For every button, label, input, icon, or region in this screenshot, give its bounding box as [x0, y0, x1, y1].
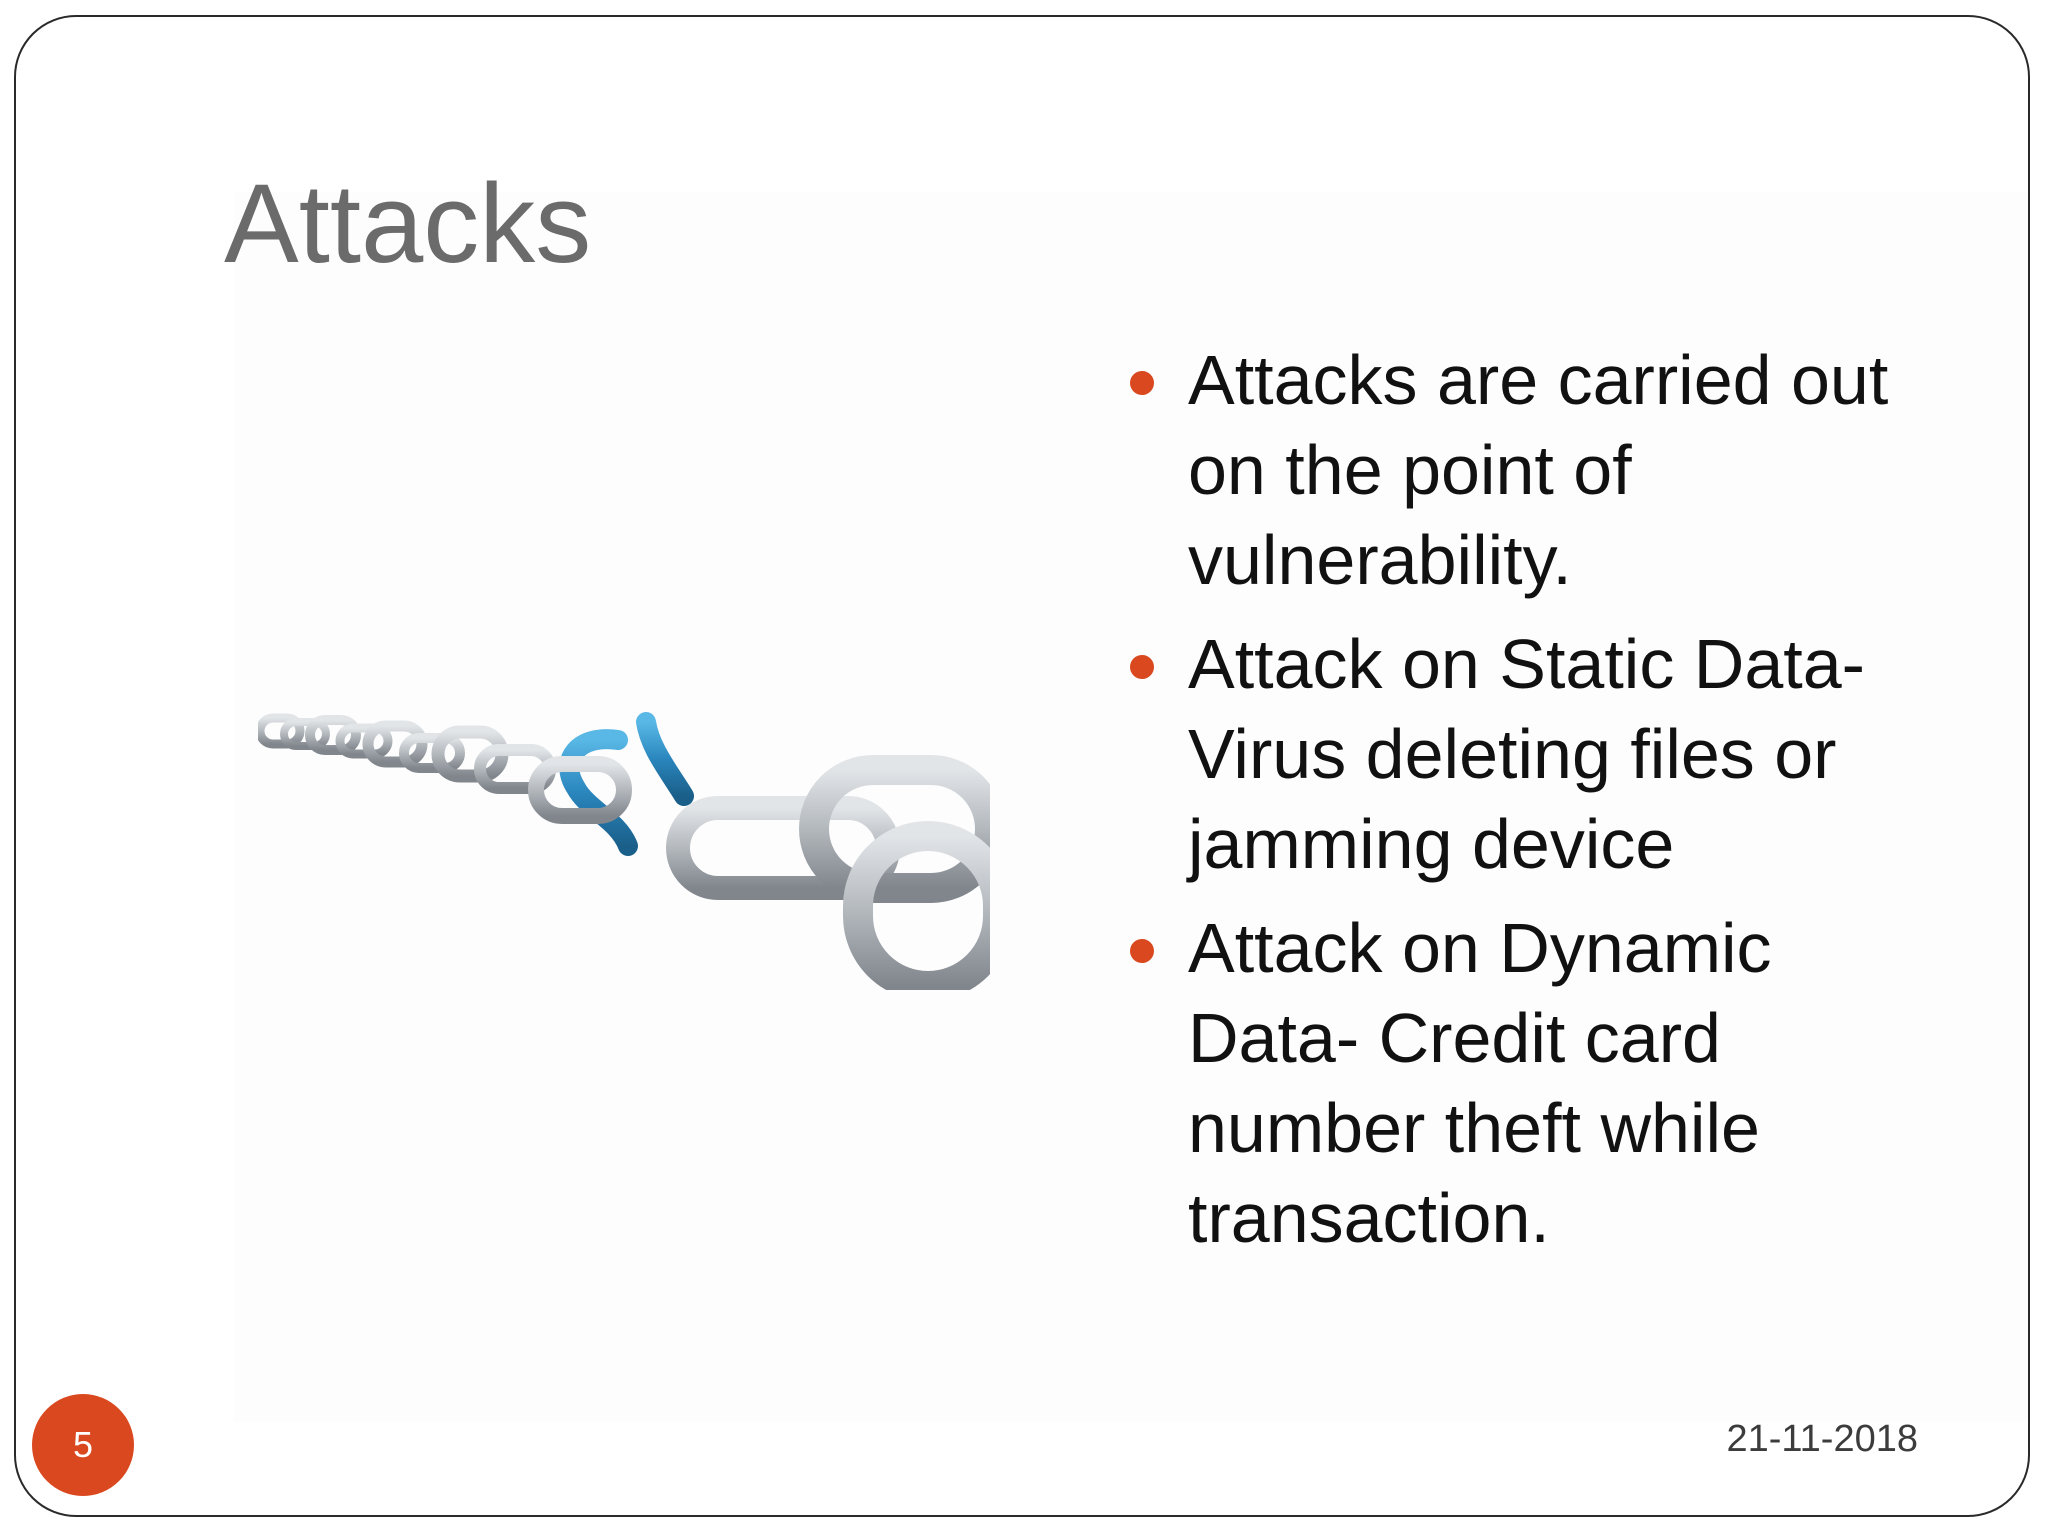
bullet-item: Attacks are carried out on the point of …: [1128, 335, 1948, 605]
bullet-item: Attack on Dynamic Data- Credit card numb…: [1128, 903, 1948, 1263]
slide-date: 21-11-2018: [1726, 1418, 1918, 1460]
slide-title: Attacks: [224, 161, 592, 286]
bullet-text: Attack on Static Data- Virus deleting fi…: [1188, 625, 1865, 883]
bullet-text: Attacks are carried out on the point of …: [1188, 341, 1889, 599]
bullet-dot-icon: [1130, 371, 1154, 395]
bullet-dot-icon: [1130, 939, 1154, 963]
bullet-dot-icon: [1130, 655, 1154, 679]
bullet-text: Attack on Dynamic Data- Credit card numb…: [1188, 909, 1772, 1257]
broken-chain-icon: [258, 712, 990, 990]
bullet-list: Attacks are carried out on the point of …: [1128, 335, 1948, 1277]
page-number-badge: 5: [32, 1394, 134, 1496]
bullet-item: Attack on Static Data- Virus deleting fi…: [1128, 619, 1948, 889]
